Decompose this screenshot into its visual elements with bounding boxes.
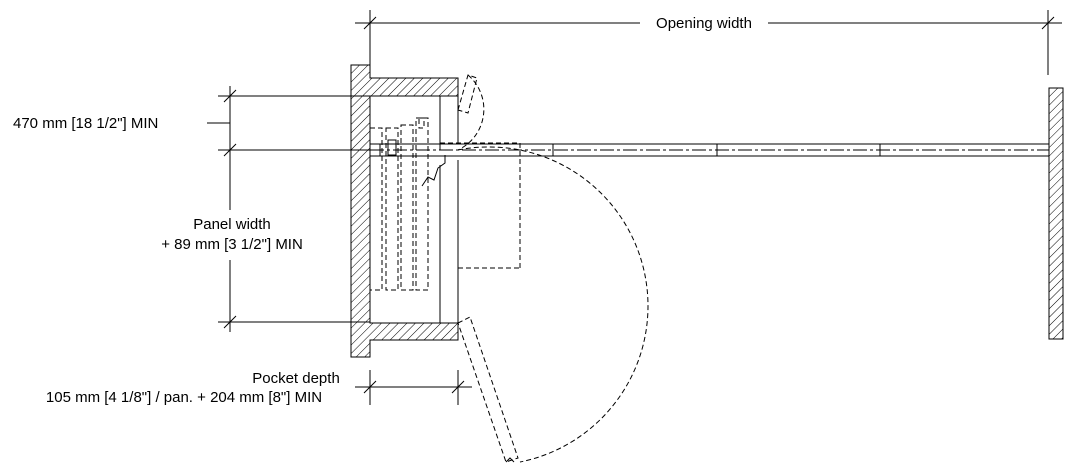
- pocket-wall: [350, 64, 459, 358]
- panel-width-dimension: Panel width + 89 mm [3 1/2"] MIN: [161, 150, 370, 332]
- right-wall: [1048, 87, 1064, 340]
- door-panels-closed: [370, 143, 1050, 157]
- panel-width-label-line1: Panel width: [193, 216, 271, 233]
- clearance-dimension: 470 mm [18 1/2"] MIN: [13, 86, 440, 160]
- stacked-panels-in-pocket: [369, 117, 521, 291]
- lower-swing-leaf: [457, 146, 649, 463]
- opening-width-dimension: Opening width: [355, 10, 1062, 75]
- pocket-depth-dimension: Pocket depth 105 mm [4 1/8"] / pan. + 20…: [46, 370, 472, 406]
- panel-width-label-line2: + 89 mm [3 1/2"] MIN: [161, 236, 303, 253]
- clearance-label: 470 mm [18 1/2"] MIN: [13, 115, 158, 132]
- pocket-depth-label-line1: Pocket depth: [252, 370, 340, 387]
- upper-swing-leaf: [457, 74, 485, 151]
- pocket-depth-label-line2: 105 mm [4 1/8"] / pan. + 204 mm [8"] MIN: [46, 389, 322, 406]
- opening-width-label: Opening width: [656, 15, 752, 32]
